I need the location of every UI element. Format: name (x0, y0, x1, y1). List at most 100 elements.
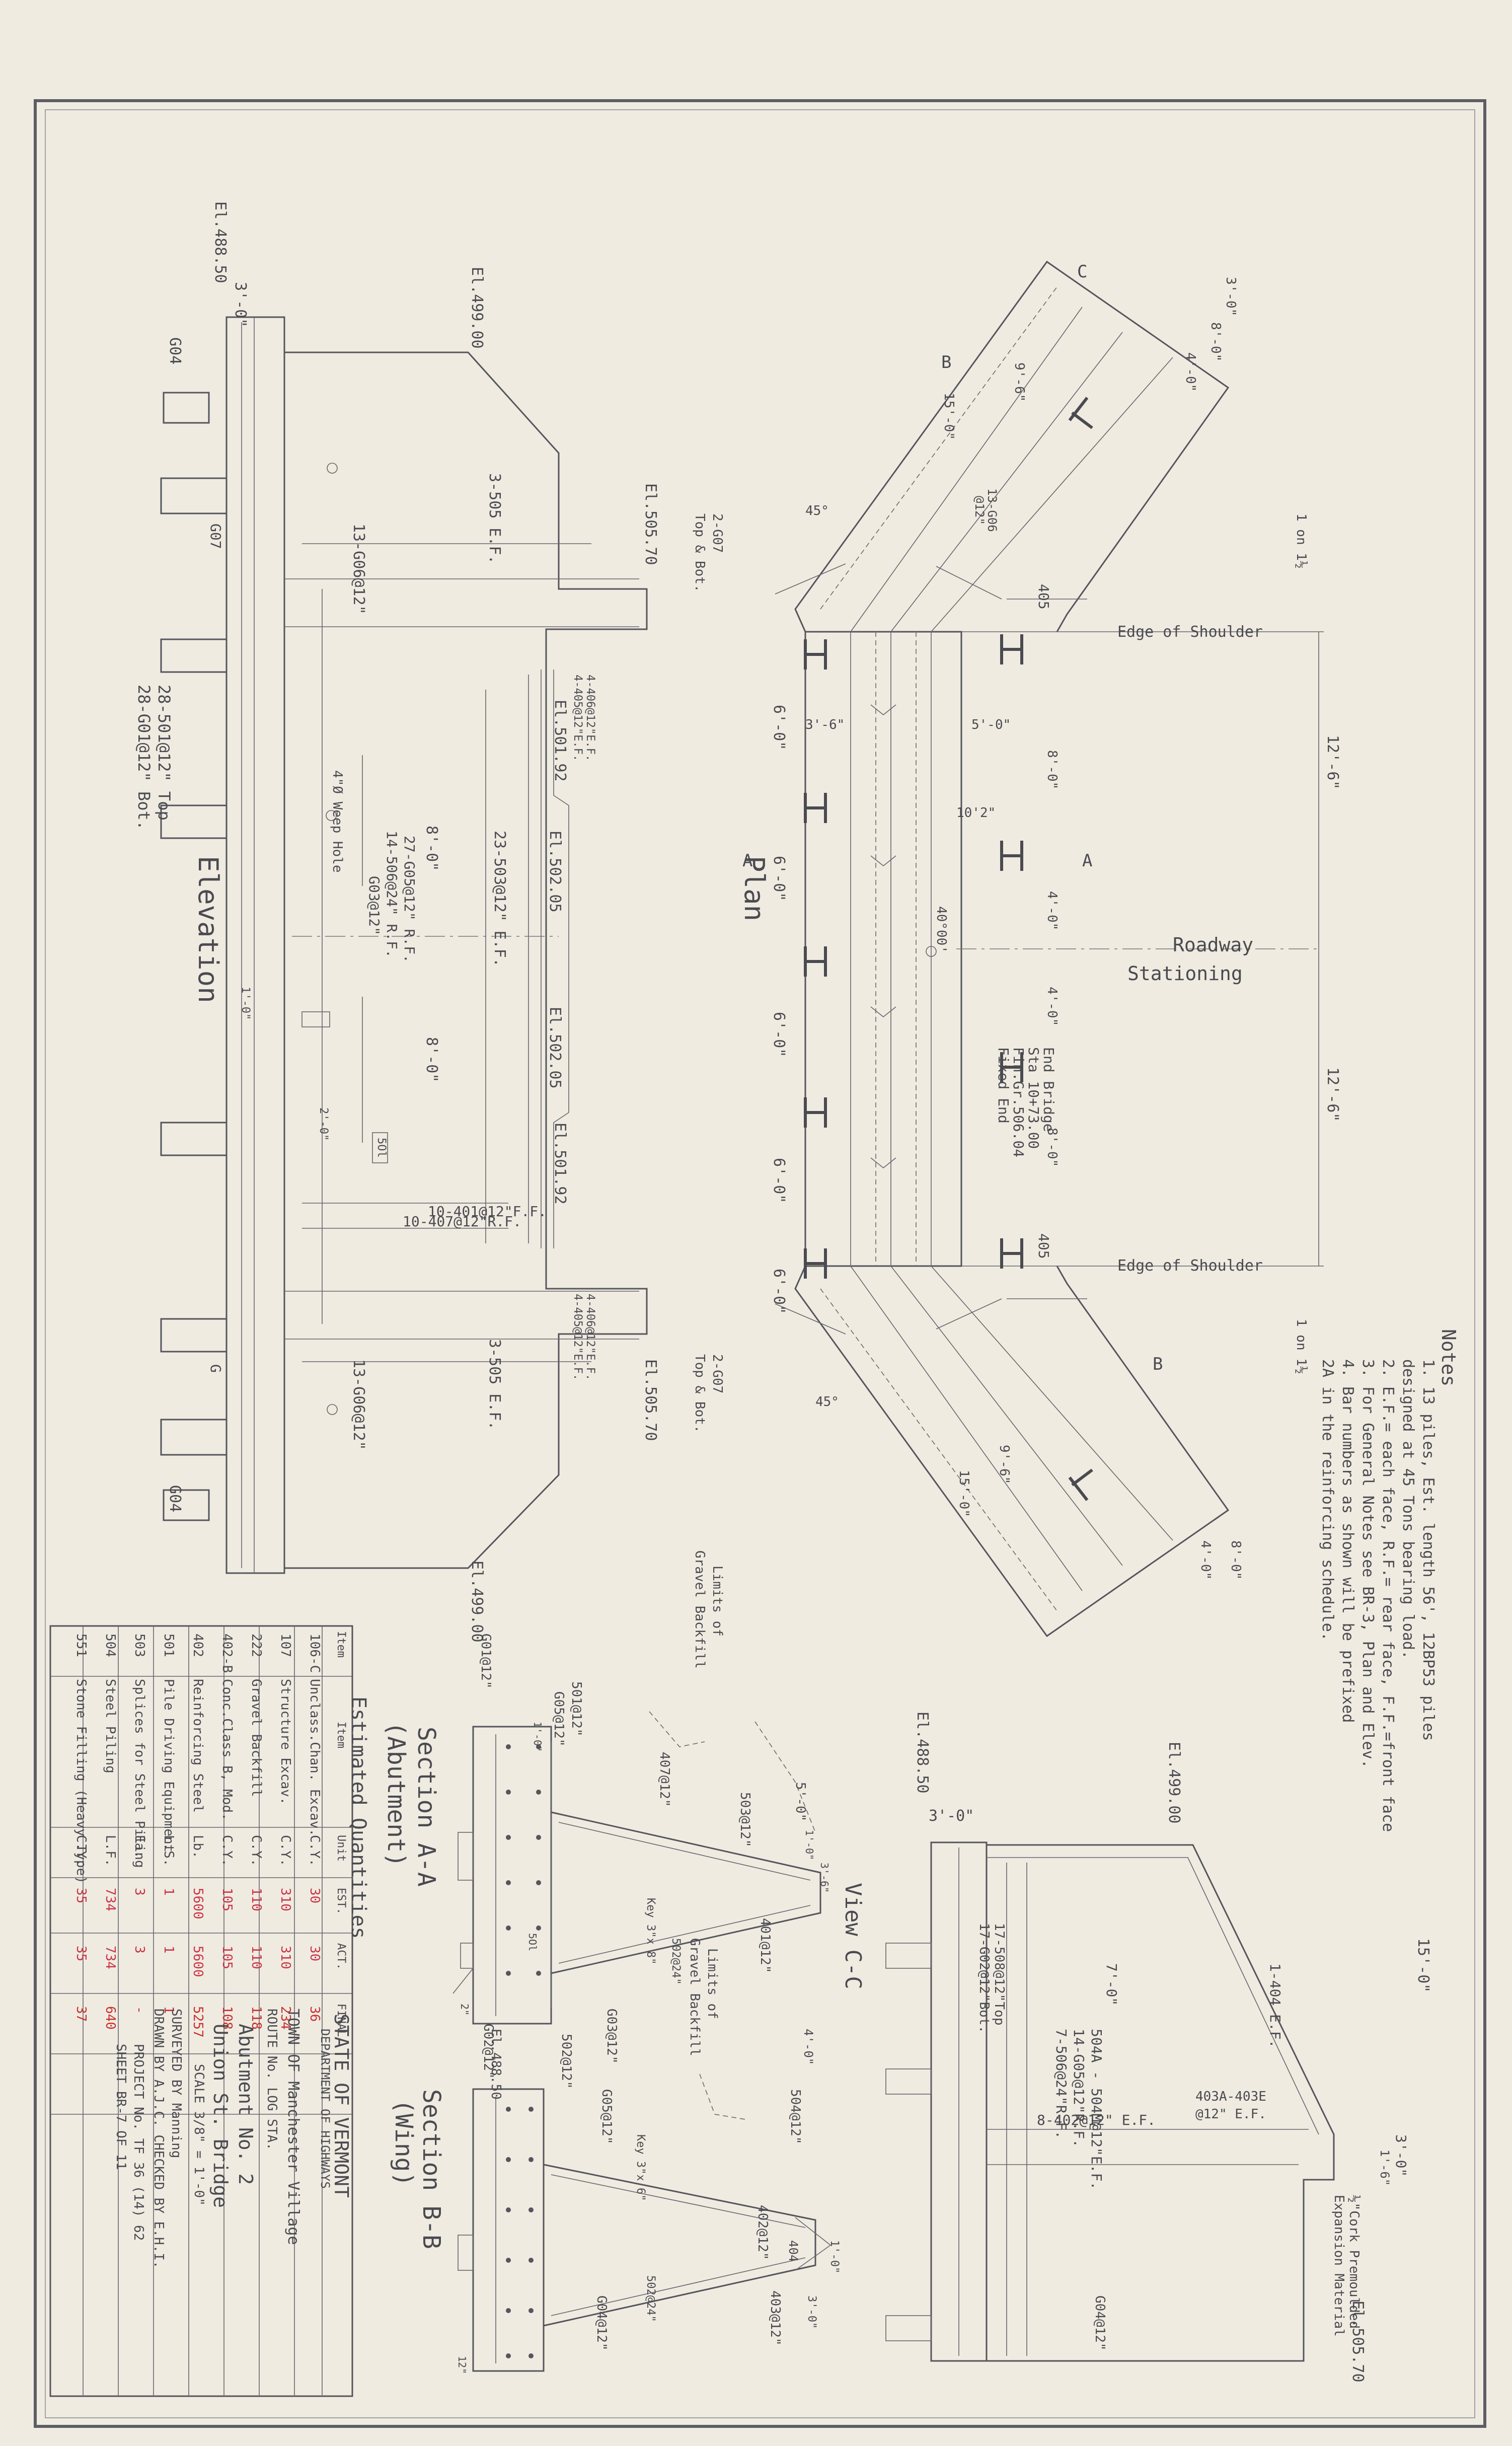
view-cc-view (885, 1841, 1335, 2362)
plan-dim-1: 3'-6" (805, 717, 845, 732)
vcc-dim-3ft-b: 3'-0" (1393, 2134, 1409, 2177)
vcc-s402: 8-402@12" E.F. (1037, 2112, 1156, 2128)
sbb-g05: G05@12" (599, 2089, 614, 2144)
qty-cell-0-4: 30 (307, 1946, 322, 1962)
plan-dim-6: 4'-0" (1044, 987, 1060, 1026)
saa-s503: 503@12" (737, 1792, 752, 1847)
plan-dim-5: 4'-0" (1044, 891, 1060, 931)
vcc-s508-1: 17-508@12"Top (992, 1923, 1007, 2026)
plan-roadway-1: Roadway (1173, 934, 1254, 956)
tb-dept: DEPARTMENT OF HIGHWAYS (318, 2029, 332, 2189)
tb-state: STATE OF VERMONT (330, 2014, 352, 2198)
qty-cell-6-2: Ea. (132, 1835, 147, 1859)
vcc-s508-2: 17-G02@12"Bot. (976, 1923, 992, 2034)
sbb-dim-4: 12" (456, 2356, 468, 2375)
saa-g01: G01@12" (478, 1634, 493, 1689)
sheet-inner-border (45, 109, 1475, 2418)
note-3: 2. E.F.= each face, R.F.= rear face, F.F… (1379, 1359, 1397, 1832)
elev-g07-tb-bot-2: Top & Bot. (692, 1354, 707, 1433)
plan-dim-126-bot: 12'-6" (1324, 1067, 1341, 1122)
elev-g07-top: G07 (207, 524, 224, 549)
sbb-backfill-1: Limits of (705, 1948, 720, 2019)
plan-shoulder-top: Edge of Shoulder (1117, 623, 1263, 641)
saa-s502: 502@24" (669, 1938, 682, 1985)
qty-cell-6-0: 503 (132, 1634, 147, 1657)
plan-sec-a-right: A (1082, 851, 1093, 871)
elev-el-50192-bot: El.501.92 (551, 1123, 569, 1205)
elev-g07-tb-top-2: Top & Bot. (692, 513, 707, 592)
qty-cell-0-2: C.Y. (307, 1835, 322, 1867)
plan-pile-405-top: 405 (1035, 584, 1052, 610)
section-aa-title-1: Section A-A (412, 1727, 440, 1887)
plan-wing-top-2: 8'-0" (1208, 322, 1223, 362)
elev-s505-bot: 3-505 E.F. (486, 1339, 503, 1430)
qty-cell-8-0: 551 (73, 1634, 89, 1657)
sbb-dim-1: 4'-0" (801, 2029, 815, 2065)
plan-dim-3: 8'-0" (1044, 750, 1060, 790)
elevation-view (160, 316, 648, 1574)
saa-dim-2: 3'-6" (818, 1863, 830, 1893)
plan-end-bridge-3: Fin.Gr.506.04 (1010, 1047, 1027, 1158)
plan-sec-c: C (1077, 262, 1088, 282)
note-6: 2A in the reinforcing schedule. (1319, 1359, 1336, 1641)
elev-g07-bot: G (207, 1364, 224, 1373)
section-bb-title-2: (Wing) (390, 2099, 418, 2187)
qty-cell-8-4: 35 (73, 1946, 89, 1962)
sbb-dim-2: 1'-0" (828, 2240, 841, 2274)
qty-cell-3-0: 402-B (219, 1634, 235, 1673)
plan-shoulder-bot: Edge of Shoulder (1117, 1257, 1263, 1275)
notes-title: Notes (1438, 1329, 1460, 1387)
elev-dim-8ft-b: 8'-0" (423, 1037, 440, 1083)
vcc-dim-16: 1'-6" (1378, 2149, 1392, 2186)
elev-s605-1: 27-G05@12" R.F. (401, 836, 418, 963)
saa-s407: 407@12" (657, 1752, 672, 1807)
qty-cell-6-3: 3 (132, 1888, 147, 1896)
qty-cell-7-2: L.F. (103, 1835, 118, 1867)
sbb-s404: 404 (786, 2240, 800, 2262)
qty-cell-1-0: 107 (278, 1634, 293, 1657)
saa-backfill-1: Limits of (710, 1566, 725, 1637)
qty-cell-6-5: - (132, 2006, 147, 2014)
qty-cell-4-4: 5600 (190, 1946, 205, 1977)
plan-wing-top-1: 3'-0" (1223, 277, 1238, 317)
qty-cell-8-3: 35 (73, 1888, 89, 1904)
plan-dim-2: 5'-0" (971, 717, 1011, 732)
plan-end-bridge-2: Sta 10+73.00 (1025, 1047, 1042, 1149)
section-bb-title-1: Section B-B (417, 2089, 445, 2249)
plan-wing-bot-3: 15'-0" (956, 1470, 971, 1517)
elev-s503: 23-503@12" E.F. (491, 831, 508, 967)
elev-dim-3ft: 3'-0" (232, 282, 249, 328)
saa-dim-50l: 5Ol (526, 1933, 539, 1952)
tb-drawn: DRAWN BY A.J.C. CHECKED BY E.H.I. (151, 2009, 166, 2269)
view-cc-title: View C-C (840, 1883, 866, 1989)
elev-el-50205-a: El.502.05 (546, 831, 564, 913)
sbb-dim-3: 3'-0" (805, 2295, 818, 2329)
section-aa-title-2: (Abutment) (382, 1722, 410, 1867)
elev-el-50205-b: El.502.05 (546, 1007, 564, 1089)
qty-header-2: Unit (335, 1835, 347, 1862)
plan-dim-126-top: 12'-6" (1324, 735, 1341, 790)
vcc-s1404: 1-404 E.F. (1267, 1963, 1283, 2048)
qty-cell-4-3: 5600 (190, 1888, 205, 1919)
qty-header-0: Item (335, 1631, 347, 1658)
note-4: 3. For General Notes see BR-3, Plan and … (1359, 1359, 1377, 1768)
qty-cell-1-2: C.Y. (278, 1835, 293, 1867)
sbb-g02: G02@12" (481, 2024, 496, 2079)
qty-cell-4-2: Lb. (190, 1835, 205, 1859)
qty-cell-4-1: Reinforcing Steel (190, 1679, 205, 1813)
plan-spacing-2: 6'-0" (770, 856, 788, 902)
elev-s406-bot-1: 4-406@12"E.F. (584, 1294, 596, 1381)
elev-g06-top: 13-G06@12" (350, 524, 367, 615)
elev-dim-20: 2'-0" (317, 1107, 330, 1141)
qty-cell-5-2: L.S. (161, 1835, 176, 1867)
sbb-key: Key 3"x 6" (634, 2134, 647, 2201)
elev-s406-top-2: 4-405@12"E.F. (571, 675, 584, 762)
saa-dim-3: 1'-0" (803, 1830, 815, 1861)
qty-cell-0-0: 106-C (307, 1634, 322, 1673)
sbb-s402: 402@12" (755, 2205, 770, 2260)
qty-cell-0-5: 36 (307, 2006, 322, 2022)
tb-drawing: Abutment No. 2 (235, 2024, 257, 2185)
qty-header-3: EST. (335, 1888, 347, 1914)
